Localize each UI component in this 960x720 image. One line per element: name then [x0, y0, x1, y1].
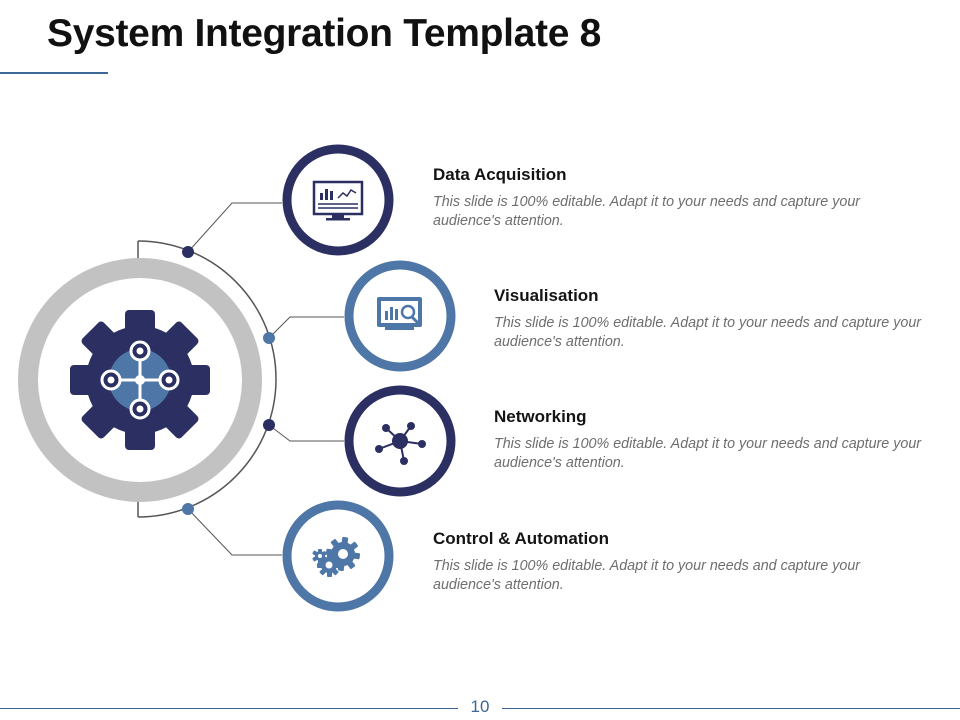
connector-dot-networking — [263, 419, 275, 431]
item-heading: Networking — [494, 407, 587, 426]
gears-wrench-icon — [312, 536, 361, 577]
connector-dot-data-acquisition — [182, 246, 194, 258]
item-description: This slide is 100% editable. Adapt it to… — [494, 315, 922, 350]
connector-data-acquisition — [187, 202, 282, 253]
item-description: This slide is 100% editable. Adapt it to… — [433, 194, 861, 229]
network-nodes-icon — [375, 422, 426, 465]
connector-networking — [268, 424, 344, 442]
slide-title: System Integration Template 8 — [47, 12, 602, 55]
item-heading: Control & Automation — [433, 529, 609, 548]
connector-visualisation — [268, 316, 344, 339]
item-heading: Visualisation — [494, 286, 599, 305]
connector-dot-visualisation — [263, 332, 275, 344]
item-description: This slide is 100% editable. Adapt it to… — [494, 436, 922, 471]
item-control-automation: Control & Automation This slide is 100% … — [433, 529, 903, 595]
gear-network-icon — [70, 310, 210, 450]
monitor-chart-icon — [312, 180, 364, 221]
footer-rule-right — [502, 708, 960, 709]
connector-arc — [137, 240, 277, 518]
connector-control-automation — [187, 508, 282, 556]
item-description: This slide is 100% editable. Adapt it to… — [433, 558, 861, 593]
item-visualisation: Visualisation This slide is 100% editabl… — [494, 286, 960, 352]
page-number: 10 — [470, 697, 490, 716]
hub-ring — [18, 258, 262, 502]
footer-rule-left — [0, 708, 458, 709]
item-data-acquisition: Data Acquisition This slide is 100% edit… — [433, 165, 903, 231]
title-underline — [0, 72, 108, 74]
item-networking: Networking This slide is 100% editable. … — [494, 407, 960, 473]
item-heading: Data Acquisition — [433, 165, 567, 184]
dashboard-magnifier-icon — [377, 297, 422, 330]
ring-data-acquisition — [282, 144, 394, 256]
connector-dot-control-automation — [182, 503, 194, 515]
